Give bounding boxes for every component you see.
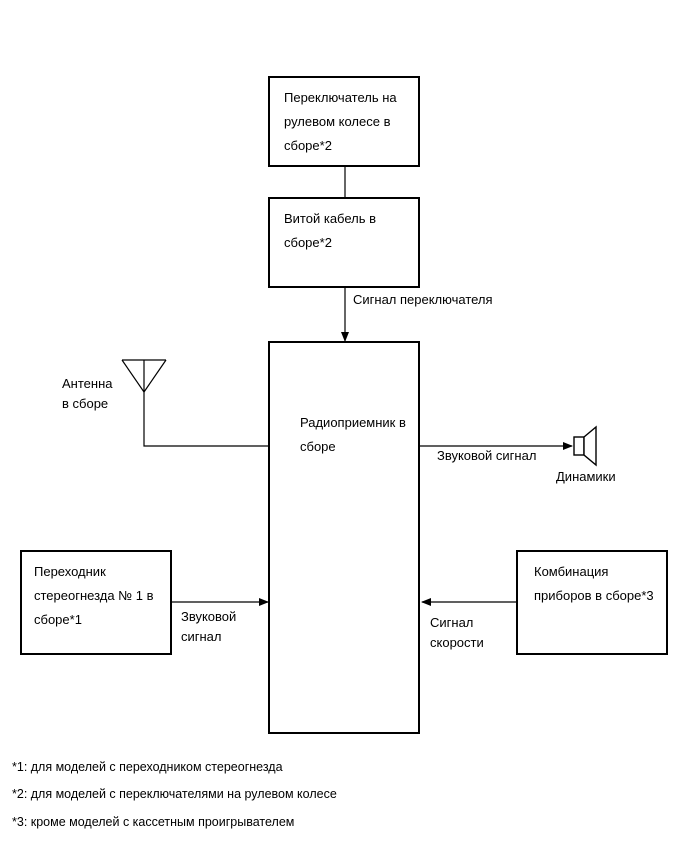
speakers-label: Динамики bbox=[556, 469, 616, 484]
spiral-cable-block: Витой кабель в сборе*2 bbox=[268, 197, 420, 288]
radio-receiver-label: Радиоприемник в сборе bbox=[300, 415, 406, 454]
audio-signal-out-label: Звуковой сигнал bbox=[437, 448, 537, 463]
footnote-1: *1: для моделей с переходником стереогне… bbox=[12, 760, 283, 774]
steering-switch-label: Переключатель на рулевом колесе в сборе*… bbox=[284, 90, 397, 153]
speed-signal-label: Сигнал скорости bbox=[430, 615, 484, 650]
switch-signal-label: Сигнал переключателя bbox=[353, 292, 493, 307]
stereo-adapter-block: Переходник стереогнезда № 1 в сборе*1 bbox=[20, 550, 172, 655]
combination-meter-block: Комбинация приборов в сборе*3 bbox=[516, 550, 668, 655]
antenna-label: Антенна в сборе bbox=[62, 376, 113, 411]
audio-signal-in-label: Звуковой сигнал bbox=[181, 609, 237, 644]
combination-meter-label: Комбинация приборов в сборе*3 bbox=[534, 564, 654, 603]
radio-receiver-block: Радиоприемник в сборе bbox=[268, 341, 420, 734]
speaker-icon bbox=[573, 425, 597, 467]
stereo-adapter-label: Переходник стереогнезда № 1 в сборе*1 bbox=[34, 564, 154, 627]
footnote-3: *3: кроме моделей с кассетным проигрыват… bbox=[12, 815, 295, 829]
spiral-cable-label: Витой кабель в сборе*2 bbox=[284, 211, 377, 250]
wire-antenna-to-radio bbox=[143, 392, 268, 447]
antenna-icon bbox=[121, 359, 167, 393]
footnote-2: *2: для моделей с переключателями на рул… bbox=[12, 787, 337, 801]
steering-switch-block: Переключатель на рулевом колесе в сборе*… bbox=[268, 76, 420, 167]
